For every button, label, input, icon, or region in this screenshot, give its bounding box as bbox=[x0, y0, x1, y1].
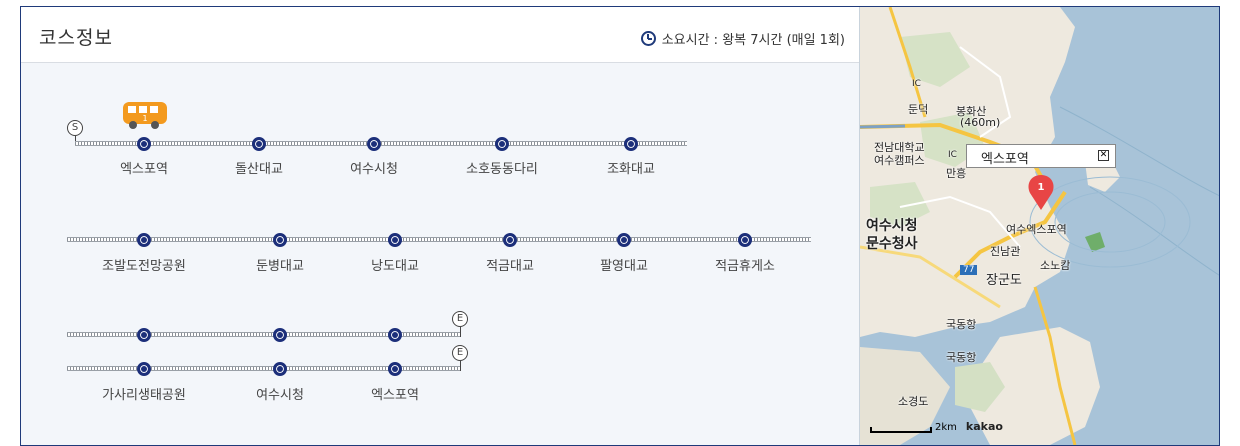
stop-marker[interactable] bbox=[137, 362, 151, 376]
map-label: (460m) bbox=[960, 116, 1001, 129]
bus-number: 1 bbox=[142, 114, 147, 123]
end-badge-stem bbox=[460, 327, 461, 337]
map-label: 여수시청 bbox=[866, 218, 918, 234]
duration-text: 소요시간 : 왕복 7시간 (매일 1회) bbox=[661, 33, 845, 48]
map-label: 국동항 bbox=[946, 318, 977, 331]
stop-label: 엑스포역 bbox=[371, 388, 419, 403]
stop-marker[interactable] bbox=[624, 137, 638, 151]
stop-label: 조발도전망공원 bbox=[102, 259, 186, 274]
course-header: 코스정보 소요시간 : 왕복 7시간 (매일 1회) bbox=[21, 7, 859, 63]
map-label: 진남관 bbox=[990, 245, 1021, 258]
map-label: 소경도 bbox=[898, 395, 929, 408]
stop-label: 엑스포역 bbox=[120, 162, 168, 177]
stop-marker[interactable] bbox=[617, 233, 631, 247]
stop-label: 낭도대교 bbox=[371, 259, 419, 274]
stop-marker[interactable] bbox=[388, 328, 402, 342]
map-brand: kakao bbox=[965, 420, 1003, 433]
course-info-widget: 코스정보 소요시간 : 왕복 7시간 (매일 1회) 1 S 엑스포역 돌산대교… bbox=[20, 6, 1220, 446]
stop-marker[interactable] bbox=[495, 137, 509, 151]
stop-marker[interactable] bbox=[388, 233, 402, 247]
route-track-row2 bbox=[67, 237, 811, 242]
stop-marker[interactable] bbox=[503, 233, 517, 247]
clock-icon bbox=[640, 31, 656, 46]
stop-marker[interactable] bbox=[137, 328, 151, 342]
scale-label: 2km bbox=[935, 422, 957, 433]
map-label: 장군도 bbox=[986, 273, 1022, 288]
route-track-row3a bbox=[67, 332, 461, 337]
duration-info: 소요시간 : 왕복 7시간 (매일 1회) bbox=[640, 29, 845, 48]
stop-label: 둔병대교 bbox=[256, 259, 304, 274]
end-badge: E bbox=[452, 345, 468, 361]
stop-label: 조화대교 bbox=[607, 162, 655, 177]
start-badge: S bbox=[67, 120, 83, 136]
map-popup: 엑스포역 ✕ bbox=[966, 144, 1116, 168]
stop-marker[interactable] bbox=[367, 137, 381, 151]
stop-label: 가사리생태공원 bbox=[102, 388, 186, 403]
stop-marker[interactable] bbox=[273, 328, 287, 342]
map-scale: 2km kakao bbox=[870, 420, 1003, 433]
stop-marker[interactable] bbox=[273, 362, 287, 376]
route-track-row3b bbox=[67, 366, 461, 371]
map-label: 둔덕 bbox=[908, 103, 929, 116]
stop-marker[interactable] bbox=[137, 233, 151, 247]
end-badge: E bbox=[452, 311, 468, 327]
close-icon[interactable]: ✕ bbox=[1098, 150, 1109, 161]
route-track-row1 bbox=[75, 141, 687, 146]
stop-marker[interactable] bbox=[738, 233, 752, 247]
road-shield: 77 bbox=[960, 265, 978, 275]
map-marker-number: 1 bbox=[1037, 182, 1045, 193]
route-map[interactable]: 둔덕 봉화산 (460m) 전남대학교 여수캠퍼스 만흥 IC IC 여수시청 … bbox=[859, 7, 1219, 445]
map-label: 전남대학교 bbox=[874, 141, 925, 154]
page-title: 코스정보 bbox=[39, 27, 113, 49]
stop-label: 적금대교 bbox=[486, 259, 534, 274]
stop-marker[interactable] bbox=[252, 137, 266, 151]
map-label: 문수청사 bbox=[866, 236, 918, 252]
stop-label: 여수시청 bbox=[350, 162, 398, 177]
stop-marker[interactable] bbox=[137, 137, 151, 151]
stop-label: 팔영대교 bbox=[600, 259, 648, 274]
map-label: 소노캄 bbox=[1040, 259, 1071, 272]
map-label: 국동항 bbox=[946, 351, 977, 364]
stop-label: 여수시청 bbox=[256, 388, 304, 403]
stop-marker[interactable] bbox=[273, 233, 287, 247]
scale-bar bbox=[870, 427, 932, 433]
end-badge-stem bbox=[460, 361, 461, 371]
map-label: 만흥 bbox=[946, 167, 967, 180]
map-label: 봉화산 bbox=[956, 105, 987, 118]
map-label: 여수캠퍼스 bbox=[874, 154, 925, 167]
course-panel: 코스정보 소요시간 : 왕복 7시간 (매일 1회) 1 S 엑스포역 돌산대교… bbox=[21, 7, 859, 445]
map-label: IC bbox=[948, 150, 957, 160]
stop-label: 소호동동다리 bbox=[466, 162, 538, 177]
stop-label: 적금휴게소 bbox=[715, 259, 775, 274]
map-label: 여수엑스포역 bbox=[1006, 223, 1067, 236]
stop-label: 돌산대교 bbox=[235, 162, 283, 177]
map-label: IC bbox=[912, 79, 921, 89]
popup-label: 엑스포역 bbox=[981, 152, 1029, 167]
stop-marker[interactable] bbox=[388, 362, 402, 376]
bus-icon: 1 bbox=[123, 102, 167, 129]
